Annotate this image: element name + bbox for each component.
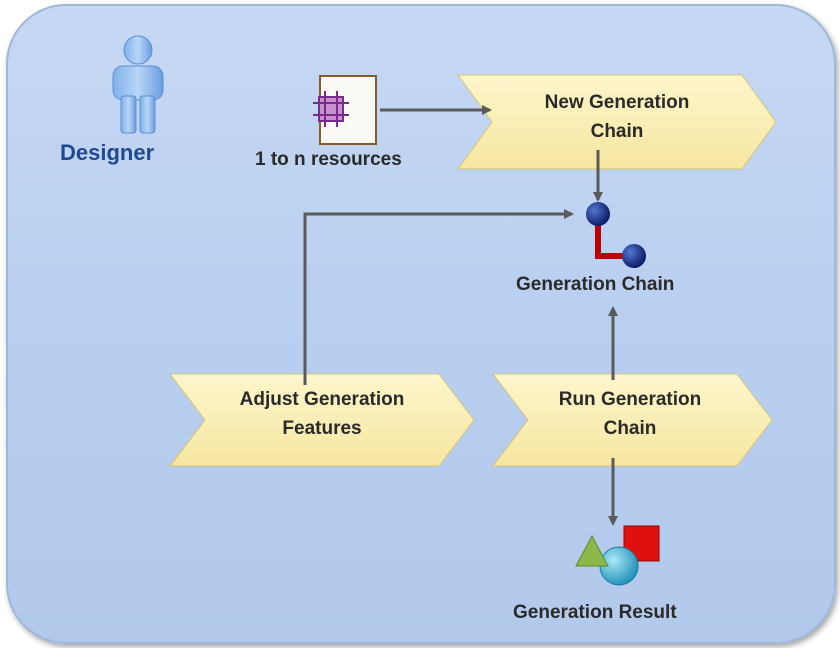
person-icon [112,35,164,134]
step-adjust-text: Adjust Generation Features [205,385,439,443]
resource-grid-icon [313,75,377,145]
designer-label: Designer [60,140,155,165]
step-new-chain-line2: Chain [590,121,644,142]
step-run-text: Run Generation Chain [520,385,740,443]
step-adjust-line1: Adjust Generation [239,389,405,410]
step-run-line2: Chain [603,418,657,439]
step-new-chain-text: New Generation Chain [492,88,742,146]
arrow-adjust-to-generation-chain [303,209,574,385]
chain-nodes-icon [586,202,646,268]
step-new-chain-line1: New Generation [544,92,690,113]
step-new-generation-chain [457,74,777,170]
resources-label: 1 to n resources [255,149,402,170]
step-adjust-generation-features [168,373,475,467]
generation-result-label: Generation Result [513,602,677,623]
step-adjust-line2: Features [282,418,362,439]
step-run-line1: Run Generation [558,389,702,410]
shapes-icon [575,525,660,586]
generation-chain-label: Generation Chain [516,274,675,295]
step-run-generation-chain [491,373,773,467]
